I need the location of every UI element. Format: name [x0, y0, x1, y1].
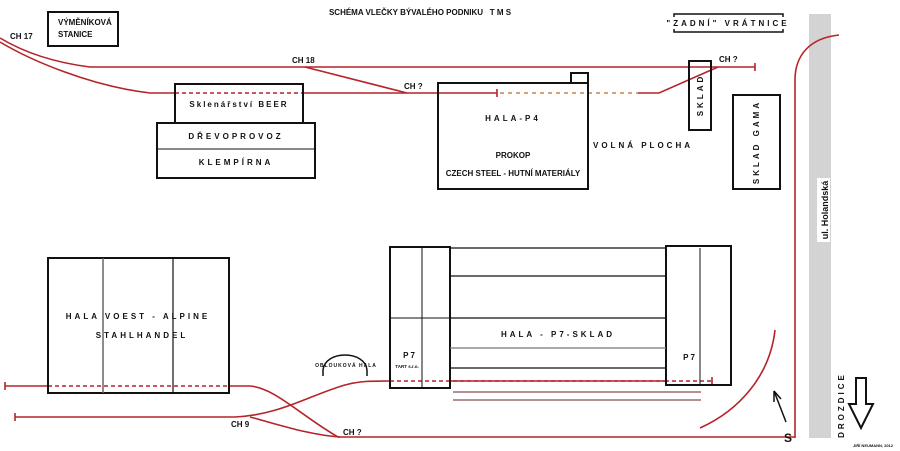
building-sklad-gama [732, 94, 781, 190]
label-drozdice: DROZDICE [837, 372, 846, 438]
switch-ch-q3: CH ? [343, 428, 362, 437]
zadni-vratnice-frame [673, 13, 784, 33]
tracks-bottom [4, 329, 795, 438]
label-vymenikova-2: STANICE [58, 30, 93, 39]
label-hala-p7-sklad: HALA - P7-SKLAD [501, 330, 615, 339]
building-sklad [688, 60, 712, 131]
switch-ch-q1: CH ? [404, 82, 423, 91]
track-sklenarstvi [0, 41, 175, 94]
north-arrow-icon [773, 390, 787, 423]
track-ch9 [15, 380, 391, 418]
label-drevoprovoz: DŘEVOPROVOZ [188, 132, 283, 141]
switch-ch17: CH 17 [10, 32, 33, 41]
label-czech-steel: CZECH STEEL - HUTNÍ MATERIÁLY [446, 169, 581, 178]
tracks-top [0, 34, 840, 438]
switch-ch9: CH 9 [231, 420, 250, 429]
label-p7-left: P 7 [403, 351, 415, 360]
switch-ch18: CH 18 [292, 56, 315, 65]
arrow-down-icon [847, 377, 875, 431]
label-volna-plocha: VOLNÁ PLOCHA [593, 141, 693, 150]
label-prokop: PROKOP [496, 151, 531, 160]
label-klempirna: KLEMPÍRNA [199, 158, 274, 167]
hala-p7-sklad-lines [450, 247, 666, 369]
label-obloukova-hala: OBLOUKOVÁ HALA [315, 362, 377, 369]
label-sklad: SKLAD [696, 74, 705, 117]
label-sklad-gama: SKLAD GAMA [752, 100, 761, 184]
building-voest [47, 257, 230, 394]
track-ch18-branch [304, 66, 408, 94]
label-vymenikova-1: VÝMĚNÍKOVÁ [58, 18, 112, 27]
building-hala-p4 [437, 82, 589, 190]
label-north: S [784, 431, 792, 445]
switch-ch-q2: CH ? [719, 55, 738, 64]
building-hala-p4-annex [570, 72, 589, 84]
diagram-title: SCHÉMA VLEČKY BÝVALÉHO PODNIKU T M S [329, 8, 512, 17]
building-vymenikova [47, 11, 119, 47]
building-p7-right [665, 245, 732, 386]
label-p7-right: P 7 [683, 353, 695, 362]
track-ch18 [0, 37, 755, 68]
label-hala-p4: HALA-P4 [485, 114, 541, 123]
track-curve-right [794, 34, 840, 438]
label-tart: TART s.r.o. [395, 364, 418, 369]
label-stahlhandel: STAHLHANDEL [96, 331, 188, 340]
label-zadni-vratnice: "ZADNÍ" VRÁTNICE [666, 19, 789, 28]
road-label: ul. Holandská [820, 180, 830, 240]
label-sklenarstvi: Sklenářství BEER [189, 100, 288, 109]
tracks-parallel [453, 391, 701, 401]
building-drevoprovoz [156, 122, 316, 179]
author-credit: JIŘÍ NEUMANN, 2012 [853, 443, 894, 448]
label-hala-voest: HALA VOEST - ALPINE [66, 312, 210, 321]
building-obloukova-hala [322, 354, 368, 376]
